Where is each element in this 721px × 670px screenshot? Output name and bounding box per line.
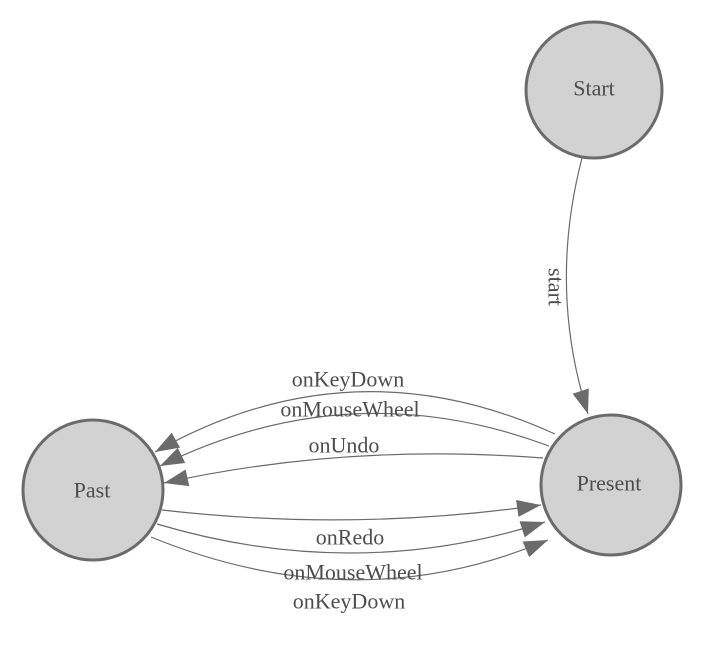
edge-label-onmousewheel-top: onMouseWheel	[280, 397, 419, 422]
edge-present-to-past-onundo	[163, 453, 544, 487]
edge-label-onmousewheel-bottom: onMouseWheel	[283, 560, 422, 585]
edge-label-onundo: onUndo	[309, 433, 380, 458]
node-past[interactable]: Past	[21, 418, 165, 562]
edge-present-to-past-onkeydown	[154, 391, 556, 453]
node-start[interactable]: Start	[524, 20, 664, 160]
node-present-circle	[539, 413, 683, 557]
edge-label-onkeydown-top: onKeyDown	[292, 367, 404, 392]
node-start-circle	[524, 20, 664, 160]
node-past-circle	[21, 418, 165, 562]
edge-label-onkeydown-bottom: onKeyDown	[293, 589, 405, 614]
edge-start-to-present	[565, 157, 589, 415]
edge-label-onredo: onRedo	[316, 525, 384, 550]
edges-layer	[150, 157, 589, 581]
edge-past-to-present-onmousewheel	[156, 521, 546, 554]
node-present-label: Present	[577, 471, 642, 496]
edge-past-to-present-onredo	[161, 500, 542, 521]
edge-labels-layer: start onKeyDown onMouseWheel onUndo onRe…	[280, 268, 568, 614]
edge-present-to-past-onmousewheel	[159, 412, 550, 467]
node-present[interactable]: Present	[539, 413, 683, 557]
edge-label-start: start	[543, 268, 568, 306]
node-past-label: Past	[74, 478, 111, 503]
node-start-label: Start	[573, 76, 615, 101]
edge-past-to-present-onkeydown	[150, 536, 549, 581]
